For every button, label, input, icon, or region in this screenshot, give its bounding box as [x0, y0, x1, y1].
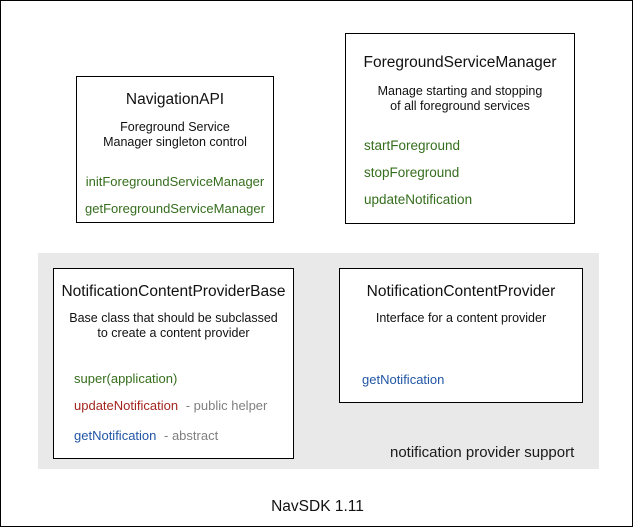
- notification-content-provider-title: NotificationContentProvider: [366, 283, 556, 300]
- foreground-service-manager-box: ForegroundServiceManager Manage starting…: [345, 33, 575, 224]
- description-line: of all foreground services: [390, 99, 530, 113]
- method-update-notification: updateNotification: [364, 192, 473, 207]
- method-name: getNotification: [74, 428, 157, 443]
- navigation-api-title: NavigationAPI: [125, 91, 225, 108]
- description-line: Base class that should be subclassed: [69, 311, 278, 325]
- method-update-notification: updateNotification - public helper: [54, 398, 293, 414]
- method-annotation: - public helper: [185, 398, 268, 413]
- notification-content-provider-base-description: Base class that should be subclassed to …: [54, 311, 293, 341]
- method-get-notification: getNotification - abstract: [54, 428, 293, 444]
- notification-content-provider-description: Interface for a content provider: [340, 311, 582, 326]
- method-get-notification: getNotification: [362, 372, 445, 387]
- method-annotation: - abstract: [164, 428, 219, 443]
- diagram-caption: NavSDK 1.11: [271, 498, 364, 515]
- foreground-service-manager-title: ForegroundServiceManager: [363, 54, 557, 71]
- navigation-api-description: Foreground Service Manager singleton con…: [77, 120, 273, 150]
- method-stop-foreground: stopForeground: [364, 165, 460, 180]
- navigation-api-box: NavigationAPI Foreground Service Manager…: [76, 76, 274, 223]
- description-line: Interface for a content provider: [375, 311, 547, 325]
- method-start-foreground: startForeground: [364, 138, 461, 153]
- method-name: updateNotification: [74, 398, 179, 413]
- method-name: super(application): [74, 371, 178, 386]
- description-line: Manager singleton control: [103, 135, 247, 149]
- description-line: Foreground Service: [120, 120, 230, 134]
- method-init-foreground-service-manager: initForegroundServiceManager: [85, 174, 265, 189]
- notification-content-provider-base-box: NotificationContentProviderBase Base cla…: [53, 268, 294, 459]
- group-label-notification-provider-support: notification provider support: [390, 444, 575, 461]
- method-get-foreground-service-manager: getForegroundServiceManager: [85, 201, 265, 216]
- description-line: Manage starting and stopping: [377, 84, 543, 98]
- notification-content-provider-base-title: NotificationContentProviderBase: [61, 283, 286, 300]
- method-super-application: super(application): [54, 371, 293, 387]
- description-line: to create a content provider: [97, 326, 250, 340]
- foreground-service-manager-description: Manage starting and stopping of all fore…: [346, 84, 574, 114]
- notification-content-provider-box: NotificationContentProvider Interface fo…: [339, 268, 583, 403]
